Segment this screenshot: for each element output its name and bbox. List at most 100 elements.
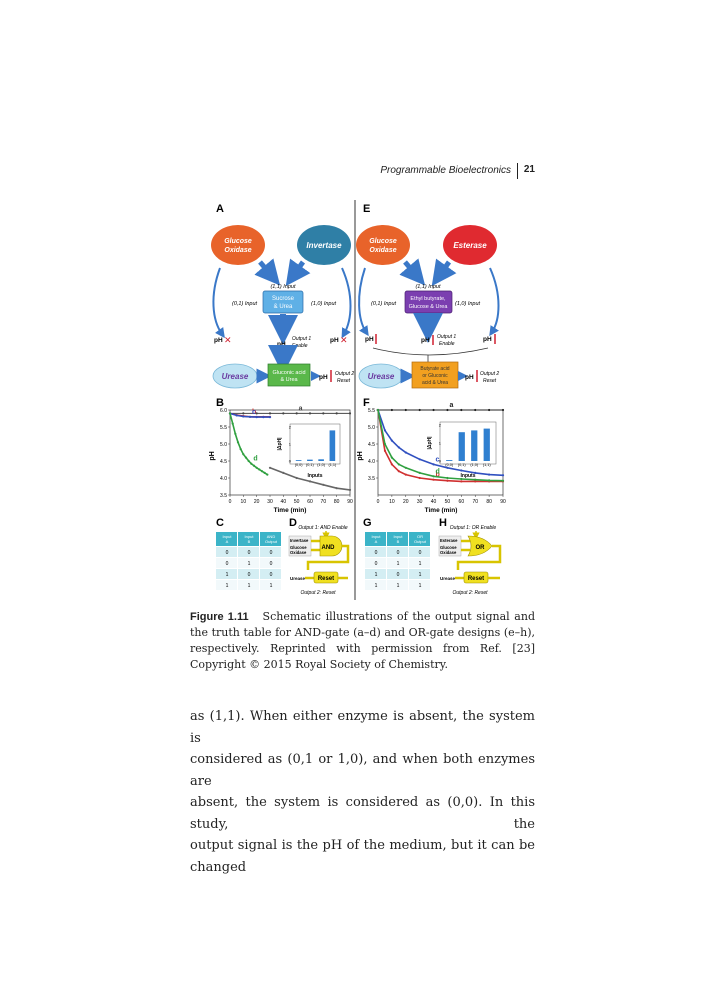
chart-f-inset-category: (0,1) [458, 463, 467, 467]
chart-f-point-b [432, 478, 435, 481]
chart-f-point-c [501, 474, 505, 477]
output2-reset-label-e: Reset [483, 378, 497, 384]
and-gate-icon [319, 535, 343, 557]
chart-f-series-line-b [377, 409, 503, 483]
chart-b-point-a [268, 412, 272, 415]
chart-f-inset-bar [446, 460, 453, 461]
chart-f-point-d [432, 475, 435, 478]
chart-b-x-tick-label: 80 [334, 499, 340, 505]
chart-f-point-b [474, 480, 477, 483]
chart-f-point-a [446, 408, 449, 412]
table-c-header-text: B [248, 539, 251, 544]
table-c-header-text: Input [245, 534, 255, 539]
chart-b-series-label-b: b [252, 409, 256, 416]
chart-b-point-a [335, 412, 338, 415]
table-g-cell [365, 558, 386, 568]
panel-label-c: C [216, 517, 224, 529]
chart-f-x-tick-label: 60 [459, 499, 465, 505]
table-g-header-text: Input [394, 534, 404, 539]
chart-b-point-c [248, 415, 252, 418]
product-e-line1: Butyrate acid [420, 366, 449, 372]
output2-label-e: Output 2 [480, 371, 499, 377]
chart-b-point-d [266, 473, 269, 476]
gate-h-reset: Reset [468, 576, 484, 582]
chart-b-y-tick-label: 4.5 [220, 459, 227, 465]
table-g-cell [365, 569, 386, 579]
chart-b-point [282, 471, 285, 474]
chart-b-x-tick-label: 90 [347, 499, 353, 505]
table-g-cell-value: 0 [419, 550, 422, 556]
chart-f-x-tick-label: 50 [445, 499, 451, 505]
table-c-cell-value: 1 [248, 583, 251, 589]
input-01-label: (0,1) Input [232, 301, 258, 307]
urease-label-e: Urease [368, 372, 395, 381]
chart-f-series-label-a: a [449, 402, 453, 409]
input-10-label: (1,0) Input [311, 301, 337, 307]
table-c-header-text: Output [265, 539, 278, 544]
table-c-header-text: Input [223, 534, 233, 539]
table-c-header-cell [260, 532, 281, 546]
chart-b-point-d [255, 466, 258, 469]
chart-f-y-tick-label: 5.0 [368, 425, 375, 431]
table-g-cell [365, 580, 386, 590]
output1-enable-label: Enable [292, 343, 308, 349]
input-11-label: (1,1) Input [270, 284, 296, 290]
gate-h-in2-line2: Oxidase [440, 550, 457, 555]
chart-b-y-tick-label: 3.5 [220, 493, 227, 499]
chart-b-point-a [322, 412, 325, 415]
table-c-cell-value: 0 [270, 561, 273, 567]
enzyme-right-e-label: Esterase [453, 241, 487, 250]
enzyme-left-e-line2: Oxidase [369, 247, 396, 254]
table-g-header-cell [409, 532, 430, 546]
chart-f-point-b [383, 449, 387, 452]
chart-f-point-a [501, 408, 505, 412]
ph-right-e: pH [483, 336, 492, 343]
panel-label-h: H [439, 517, 447, 529]
chart-f-series-label-c: c [436, 456, 440, 463]
chart-f-point-a [432, 408, 435, 412]
chart-f-point-b [418, 476, 421, 480]
urease-label: Urease [222, 372, 249, 381]
chart-b-inset-category: (1,0) [317, 463, 326, 467]
enzyme-left-line1: Glucose [224, 238, 252, 245]
chart-b-point-c [242, 415, 245, 418]
gate-diagram-d: Output 1: AND Enable Invertase Glucose O… [288, 525, 350, 596]
chart-b-inset-y-tick: 2 [289, 425, 292, 430]
chart-b-point-a [282, 412, 285, 415]
gate-h-in2-line1: Glucose [440, 545, 457, 550]
chart-f-inset-ylabel: |ΔpH| [427, 436, 433, 450]
gate-d-reset: Reset [318, 576, 334, 582]
cross-right-icon: ✕ [340, 335, 348, 345]
input-01-label-e: (0,1) Input [371, 301, 397, 307]
chart-b-point [268, 466, 272, 469]
table-c-header-text: AND [267, 534, 276, 539]
chart-f-inset-bar [471, 430, 478, 461]
table-g-cell-value: 1 [397, 561, 400, 567]
chart-b-y-tick-label: 5.0 [220, 442, 227, 448]
running-title: Programmable Bioelectronics [380, 165, 511, 176]
chart-f-point-a [460, 408, 463, 412]
chart-b-inset-y-tick: 0 [289, 459, 292, 464]
gate-h-footer: Output 2: Reset [452, 590, 488, 596]
chart-b-point-d [231, 422, 234, 425]
chart-f-point-c [474, 471, 477, 474]
gate-d-in1: Invertase [290, 538, 309, 543]
chart-b-x-tick-label: 60 [307, 499, 313, 505]
chart-f-point-a [488, 408, 491, 412]
substrate-line2: & Urea [274, 304, 293, 310]
gate-h-urease: Urease [440, 576, 456, 581]
invertase-node [297, 225, 351, 265]
chart-f-inset-y-tick: 0 [439, 459, 442, 464]
table-g-cell [409, 558, 430, 568]
chart-b-inset-y-tick: 1 [289, 442, 292, 447]
ph-left: pH [214, 337, 223, 344]
table-c-cell [260, 547, 281, 557]
table-g-cell-value: 1 [419, 572, 422, 578]
chart-f-inset-category: (0,0) [445, 463, 454, 467]
chart-f-inset-y-tick: 2 [439, 423, 442, 428]
chart-b-point-a [255, 412, 258, 415]
chart-b-point-a [348, 412, 352, 415]
chart-b-x-tick-label: 30 [267, 499, 273, 505]
chart-b-x-tick-label: 20 [254, 499, 260, 505]
chart-b-point-d [252, 464, 256, 467]
